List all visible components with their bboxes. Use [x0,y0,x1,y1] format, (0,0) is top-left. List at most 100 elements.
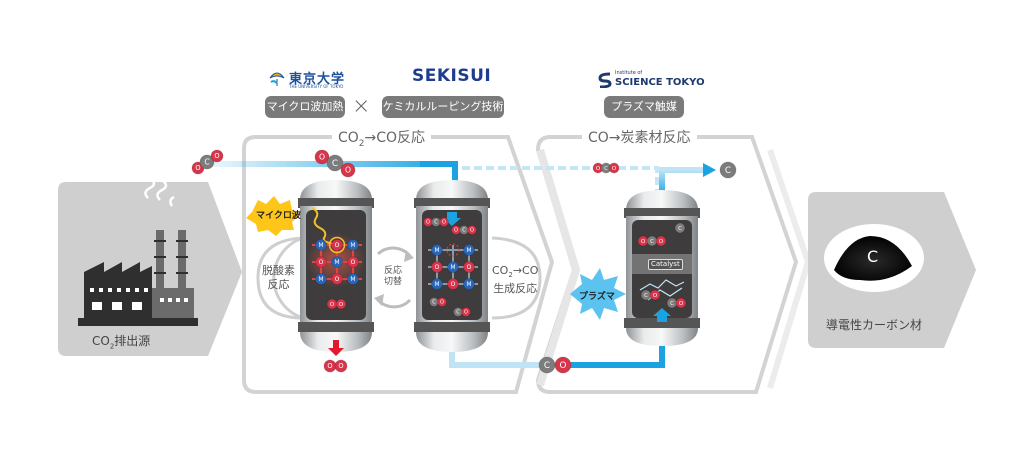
lattice-atom-O: O [331,239,343,251]
deoxygenation-label: 脱酸素反応 [262,264,295,292]
lattice-atom-O: O [463,261,475,273]
svg-text:O: O [319,152,325,161]
logo-sekisui: SEKISUI [412,66,492,86]
svg-text:O: O [454,228,458,234]
oxygen-outlet-arrow [328,340,344,356]
dashed-recycle-pipe [462,166,659,196]
co-generation-cycle-arc [491,236,542,320]
label-line1: 脱酸素 [262,264,295,277]
lattice-atom-O: O [315,256,327,268]
science-tokyo-mark-icon [598,72,612,88]
source-suffix: 排出源 [114,334,151,348]
microwave-badge-label: マイクロ波 [256,211,301,221]
lattice-atom-M: M [331,256,343,268]
atom-C: C [326,154,344,172]
logo-prefix: Institute of [615,70,643,76]
lattice-atom-M: M [431,244,443,256]
section-divider-chevron [536,148,581,387]
title-suffix: →CO反応 [364,130,426,146]
atom-O: O [335,298,347,310]
atom-O: O [554,356,572,374]
microwave-wave-icon [311,207,335,245]
microwave-badge-shape [246,196,300,236]
label-subscript: 2 [508,271,513,280]
carbon-outlet-arrow [703,163,716,177]
label-line1: CO2→CO [492,264,538,282]
logo-name: SCIENCE TOKYO [615,77,705,88]
lattice-atom-O: O [331,273,343,285]
source-prefix: CO [92,334,110,348]
deoxygenation-cycle-arc [272,236,304,320]
atom-O: O [451,225,461,235]
svg-text:O: O [464,310,468,316]
product-label: 導電性カーボン材 [826,318,923,332]
atom-C: C [538,356,556,374]
lattice-atom-O: O [447,278,459,290]
svg-text:C: C [725,166,731,176]
svg-text:M: M [450,264,455,271]
atom-O: O [340,162,356,178]
atom-O: O [649,289,661,301]
svg-text:O: O [426,220,430,226]
atom-O: O [655,235,667,247]
label-line1: 反応 [384,266,403,276]
svg-text:C: C [204,157,209,166]
pill-plasma-catalyst: プラズマ触媒 [604,96,684,118]
svg-text:C: C [434,220,438,226]
label-prefix: CO [492,264,509,277]
svg-text:C: C [456,310,460,316]
svg-text:C: C [678,226,682,232]
svg-text:C: C [650,239,654,245]
svg-text:O: O [327,362,332,370]
svg-text:O: O [560,361,567,371]
carbon-atom-reactor3: C [674,222,686,234]
label-line2: 切替 [384,277,403,287]
atom-O: O [675,297,687,309]
inflow-arrow-up [653,308,671,322]
svg-text:O: O [335,276,340,283]
svg-text:O: O [195,164,200,172]
svg-text:O: O [435,264,440,271]
logo-subtitle: THE UNIVERSITY OF TOKYO [289,84,344,89]
svg-text:O: O [679,301,684,307]
svg-text:O: O [451,281,456,288]
svg-text:C: C [544,361,550,371]
svg-text:O: O [659,239,664,245]
svg-text:O: O [467,264,472,271]
logo-university-of-tokyo: 東京大学 THE UNIVERSITY OF TOKYO [268,68,368,94]
svg-text:O: O [319,259,324,266]
svg-text:O: O [335,242,340,249]
svg-text:O: O [214,152,219,160]
product-carbon-symbol: C [867,247,879,266]
lattice-atom-M: M [431,278,443,290]
label-line2: 反応 [267,278,290,291]
pill-microwave-heating: マイクロ波加熱 [265,96,345,118]
atom-O: O [439,217,449,227]
svg-text:O: O [339,302,344,308]
atom-O: O [437,297,447,307]
atom-O: O [608,162,620,174]
section-title-co2-to-co: CO2→CO反応 [332,127,432,149]
svg-text:O: O [330,302,335,308]
times-symbol: × [352,94,371,119]
svg-text:O: O [470,228,474,234]
lattice-atom-M: M [315,273,327,285]
svg-text:O: O [612,166,617,172]
label-line2: 生成反応 [493,282,538,296]
svg-text:M: M [434,281,439,288]
title-subscript: 2 [358,138,365,149]
carbon-atom-outlet: C [719,161,737,179]
lattice-atom-M: M [447,261,459,273]
svg-text:O: O [345,165,351,174]
svg-text:O: O [351,259,356,266]
atom-O: O [314,149,330,165]
plasma-badge-shape [570,268,626,320]
inflow-arrow [443,212,461,226]
atom-O: O [467,225,477,235]
svg-text:M: M [318,242,323,249]
atom-C: C [199,154,215,170]
svg-text:C: C [644,293,648,299]
lattice-atom-O: O [431,261,443,273]
